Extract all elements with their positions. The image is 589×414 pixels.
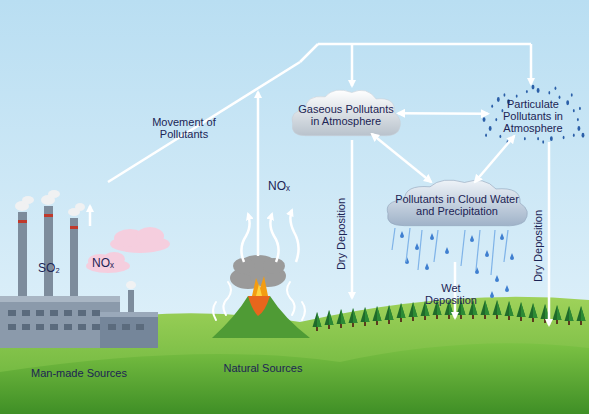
deposition-label: Dry Deposition bbox=[335, 174, 347, 294]
flow-label: Movement of Pollutants bbox=[136, 116, 232, 140]
source-label: Man-made Sources bbox=[14, 367, 144, 379]
exchange-arrow bbox=[398, 112, 488, 115]
pollutant-cloud: Gaseous Pollutants in Atmosphere bbox=[288, 86, 404, 140]
cloud-label: Particulate Pollutants in Atmosphere bbox=[482, 92, 584, 136]
pollutant-flow-arrows bbox=[90, 44, 549, 325]
emission-clouds bbox=[86, 227, 170, 273]
pollutant-label: NOₓ bbox=[90, 257, 116, 269]
volcano bbox=[212, 255, 310, 338]
cloud-label: Pollutants in Cloud Water and Precipitat… bbox=[382, 187, 532, 219]
rain-streaks bbox=[392, 228, 508, 275]
back-hill bbox=[0, 297, 589, 414]
source-label: Natural Sources bbox=[208, 362, 318, 374]
cloud-label: Gaseous Pollutants in Atmosphere bbox=[288, 97, 404, 129]
front-hill bbox=[0, 343, 589, 414]
pollutant-label: SO₂ bbox=[36, 262, 62, 274]
exchange-arrow bbox=[475, 136, 514, 182]
deposition-label: Dry Deposition bbox=[532, 186, 544, 306]
factory bbox=[0, 190, 158, 348]
deposition-label: Wet Deposition bbox=[420, 282, 482, 306]
pollutant-cloud: Pollutants in Cloud Water and Precipitat… bbox=[382, 176, 532, 230]
pollutant-label: NOₓ bbox=[266, 180, 292, 192]
pollutant-cloud: Particulate Pollutants in Atmosphere bbox=[482, 86, 584, 142]
exchange-arrow bbox=[372, 134, 431, 182]
